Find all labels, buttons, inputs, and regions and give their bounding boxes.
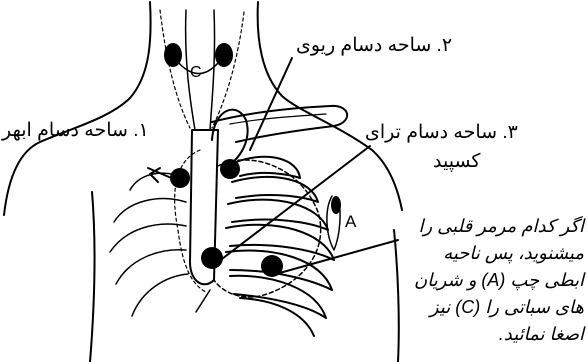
carotid-point-left (164, 43, 182, 67)
note-line: میشنوید، پس ناحیه (338, 240, 584, 267)
tricuspid-area-label-cont: کسپید (433, 150, 480, 173)
note-line: های سباتی را (C) نیز (338, 294, 584, 321)
pulmonary-area-point (220, 159, 240, 179)
aortic-area-point (170, 168, 190, 188)
axillary-point (331, 196, 341, 214)
pulmonary-area-label: ۲. ساحه دسام ریوی (296, 34, 452, 57)
tricuspid-area-label: ۳. ساحه دسام ترای (365, 121, 518, 144)
auscultation-note: اگر کدام مرمر قلبی را میشنوید، پس ناحیه … (338, 213, 584, 348)
pointer-area2 (250, 58, 292, 150)
mitral-area-point (261, 255, 283, 277)
note-line: اصغا نمائید. (338, 321, 584, 348)
note-line: ابطی چپ (A) و شریان (338, 267, 584, 294)
carotid-point-right (215, 43, 233, 67)
tricuspid-area-point (201, 247, 223, 269)
torso-left-side (90, 192, 94, 362)
carotid-label: C (190, 64, 202, 82)
note-line: اگر کدام مرمر قلبی را (338, 213, 584, 240)
neck-outline-left (4, 2, 151, 215)
aortic-area-label: ۱. ساحه دسام ابهر (2, 119, 149, 142)
